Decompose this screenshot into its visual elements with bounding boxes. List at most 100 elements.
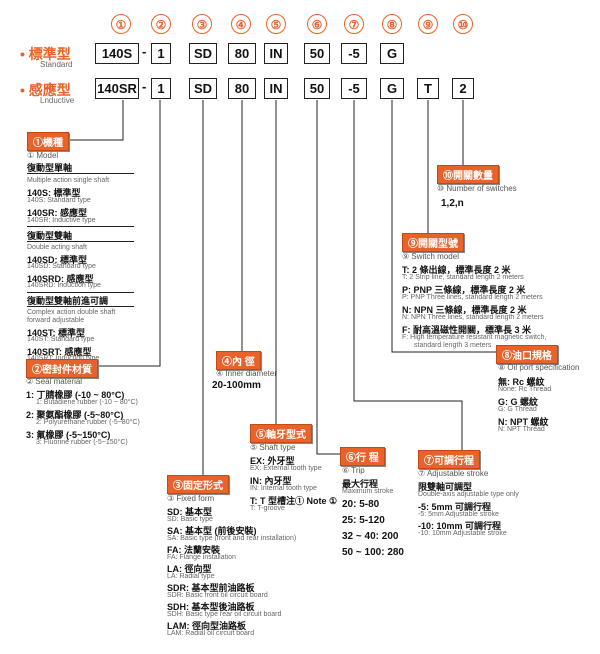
oil-item-1: 無: Rc 螺紋 xyxy=(498,377,545,387)
model-tag: ①機種 xyxy=(27,132,69,151)
fixed-item-6-en: SDH: Basic type rear oil circuit board xyxy=(167,611,282,618)
switch-tag: ⑨開關型號 xyxy=(402,233,464,252)
adjust-tag: ⑦可調行程 xyxy=(418,450,480,469)
model-g3-item-1: 140ST: 標準型 xyxy=(27,328,86,338)
trip-tag: ⑥行 程 xyxy=(340,447,385,466)
trip-sub: ⑥ Trip xyxy=(342,466,365,475)
shaft-item-3-en: T: T-groove xyxy=(250,505,285,512)
row2-code-7: -5 xyxy=(341,78,367,99)
fixed-item-4: LA: 徑向型 xyxy=(167,564,212,574)
fixed-item-5: SDR: 基本型前油路板 xyxy=(167,583,255,593)
switch-item-1: T: 2 條出線，標準長度 2 米 xyxy=(402,265,511,275)
fixed-item-1: SD: 基本型 xyxy=(167,507,213,517)
inner-sub: ④ Inner diameter xyxy=(216,369,277,378)
adjust-item-2: -10: 10mm 可調行程 xyxy=(418,521,502,531)
adjust-sub: ⑦ Adjustable stroke xyxy=(418,469,489,478)
switch-item-4: F: 耐高溫磁性開關，標準長 3 米 xyxy=(402,325,532,335)
shaft-item-1: EX: 外牙型 xyxy=(250,456,295,466)
model-g3-title: 復動型雙軸前進可調 xyxy=(27,296,109,306)
adjust-item-1: -5: 5mm 可調行程 xyxy=(418,502,492,512)
seal-item-3-en: 3: Fluorine rubber (-5~150°C) xyxy=(36,439,128,446)
inner-value: 20-100mm xyxy=(212,380,261,391)
fixed-item-7-en: LAM: Radial oil circuit board xyxy=(167,630,255,637)
row1-code-3: SD xyxy=(189,43,217,64)
oil-item-2-en: G: G Thread xyxy=(498,406,537,413)
seal-item-2-en: 2: Polyurethane rubber (-5~80°C) xyxy=(36,419,140,426)
oil-tag: ⑧油口規格 xyxy=(496,345,558,364)
model-g1-item-2-en: 140SR: Inductive type xyxy=(27,217,96,224)
model-g3-title-en: Complex action double shaft xyxy=(27,309,116,316)
shaft-item-2-en: IN: Internal tooth type xyxy=(250,485,317,492)
model-g2-item-2-en: 140SRD: Induction type xyxy=(27,282,101,289)
row2-code-8: G xyxy=(380,78,404,99)
adjust-title: 限雙軸可調型 xyxy=(418,482,473,492)
model-g1-item-1-en: 140S: Standard type xyxy=(27,197,91,204)
trip-title-en: Maximum stroke xyxy=(342,488,394,495)
index-2: ② xyxy=(151,14,171,34)
oil-item-1-en: None: Rc Thread xyxy=(498,386,552,393)
row2-code-5: IN xyxy=(264,78,288,99)
trip-item-2: 25: 5-120 xyxy=(342,515,385,526)
shaft-item-2: IN: 內牙型 xyxy=(250,476,292,486)
model-g2-title-en: Double acting shaft xyxy=(27,244,87,251)
seal-item-1: 1: 丁腈橡膠 (-10 ~ 80°C) xyxy=(26,390,125,400)
fixed-item-3-en: FA: Flange installation xyxy=(167,554,236,561)
row1-code-8: G xyxy=(380,43,404,64)
fixed-item-7: LAM: 徑向型油路板 xyxy=(167,621,246,631)
trip-title: 最大行程 xyxy=(342,479,379,489)
model-g1-item-2: 140SR: 感應型 xyxy=(27,208,88,218)
row2-code-2: 1 xyxy=(151,78,171,99)
model-g3-item-2-en: 140SRT: Induction type xyxy=(27,355,99,362)
count-tag: ⑩開關數量 xyxy=(437,165,499,184)
row2-code-10: 2 xyxy=(452,78,474,99)
fixed-item-2-en: SA: Basic type (front and rear installat… xyxy=(167,535,297,542)
row1-code-4: 80 xyxy=(228,43,256,64)
row1-code-7: -5 xyxy=(341,43,367,64)
index-1: ① xyxy=(111,14,131,34)
index-6: ⑥ xyxy=(307,14,327,34)
oil-item-3-en: N: NPT Thread xyxy=(498,426,545,433)
switch-item-4-en: F: High temperature resistant magnetic s… xyxy=(402,334,547,341)
row1-code-1: 140S xyxy=(95,43,139,64)
model-g3-title-en2: forward adjustable xyxy=(27,317,85,324)
fixed-item-5-en: SDR: Basic front oil circuit board xyxy=(167,592,268,599)
fixed-item-6: SDH: 基本型後油路板 xyxy=(167,602,255,612)
fixed-sub: ③ Fixed form xyxy=(167,494,215,503)
row2-sub: Lnductive xyxy=(40,96,75,105)
index-3: ③ xyxy=(192,14,212,34)
row1-code-5: IN xyxy=(264,43,288,64)
adjust-item-1-en: -5: 5mm Adjustable stroke xyxy=(418,511,499,518)
adjust-title-en: Double-axis adjustable type only xyxy=(418,491,519,498)
switch-item-3-en: N: NPN Three lines, standard length 2 me… xyxy=(402,314,544,321)
seal-sub: ② Seal material xyxy=(26,377,83,386)
seal-item-2: 2: 聚氨酯橡膠 (-5~80°C) xyxy=(26,410,124,420)
trip-item-4: 50 ~ 100: 280 xyxy=(342,547,404,558)
index-8: ⑧ xyxy=(382,14,402,34)
switch-item-4-en2: standard length 3 meters xyxy=(414,342,492,349)
seal-item-1-en: 1: Butadiene rubber (-10 ~ 80°C) xyxy=(36,399,138,406)
shaft-item-3: T: T 型槽注① Note ① xyxy=(250,496,338,506)
row1-code-2: 1 xyxy=(151,43,171,64)
switch-sub: ⑨ Switch model xyxy=(402,252,459,261)
trip-item-1: 20: 5-80 xyxy=(342,499,380,510)
oil-sub: ⑧ Oil port specification xyxy=(498,363,580,372)
switch-item-2-en: P: PNP Three lines, standard length 2 me… xyxy=(402,294,543,301)
count-value: 1,2,n xyxy=(441,198,464,209)
row2-code-3: SD xyxy=(189,78,217,99)
model-g2-item-2: 140SRD: 感應型 xyxy=(27,274,94,284)
row2-code-6: 50 xyxy=(304,78,330,99)
trip-item-3: 32 ~ 40: 200 xyxy=(342,531,399,542)
oil-item-2: G: G 螺紋 xyxy=(498,397,538,407)
fixed-tag: ③固定形式 xyxy=(167,475,229,494)
model-g2-item-1-en: 140SD: Standard type xyxy=(27,263,96,270)
row2-code-4: 80 xyxy=(228,78,256,99)
fixed-item-3: FA: 法蘭安裝 xyxy=(167,545,220,555)
fixed-item-2: SA: 基本型 (前後安裝) xyxy=(167,526,257,536)
shaft-sub: ⑤ Shaft type xyxy=(250,443,296,452)
index-9: ⑨ xyxy=(418,14,438,34)
row1-code-6: 50 xyxy=(304,43,330,64)
shaft-tag: ⑤軸牙型式 xyxy=(250,424,312,443)
seal-tag: ②密封件材質 xyxy=(26,359,98,378)
model-g1-title-en: Multiple action single shaft xyxy=(27,177,110,184)
